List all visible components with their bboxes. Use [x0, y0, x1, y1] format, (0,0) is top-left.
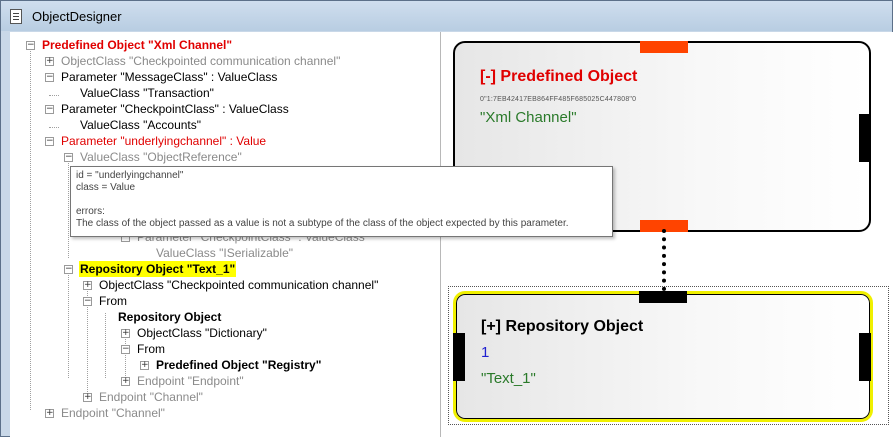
collapse-icon[interactable]: − [64, 264, 73, 274]
node-value: "Xml Channel" [480, 109, 577, 126]
tree-node-label: ObjectClass "Checkpointed communication … [99, 278, 379, 292]
tree-node-label: ValueClass "ObjectReference" [80, 150, 242, 164]
tree-guide-line [68, 161, 69, 258]
node-title: [-] Predefined Object [480, 68, 638, 85]
collapse-icon[interactable]: − [64, 152, 73, 162]
tree-guide-line [105, 313, 106, 378]
port-right[interactable] [859, 333, 871, 381]
expand-icon[interactable]: + [140, 360, 149, 370]
error-tooltip: id = "underlyingchannel" class = Value e… [70, 166, 613, 237]
collapse-icon[interactable]: − [45, 104, 54, 114]
tree-node-label: ValueClass "ISerializable" [156, 246, 294, 260]
tree-guide-line [68, 273, 69, 378]
tree-node-label: Endpoint "Endpoint" [137, 374, 244, 388]
tooltip-line: The class of the object passed as a valu… [76, 218, 569, 229]
tree-node-label: ValueClass "Accounts" [80, 118, 202, 132]
tooltip-line: errors: [76, 206, 105, 217]
tree-guide-line [49, 95, 59, 96]
repository-object-node[interactable]: [+] Repository Object 1 "Text_1" [453, 291, 873, 422]
collapse-icon[interactable]: − [45, 136, 54, 146]
document-icon [10, 9, 22, 24]
collapse-icon[interactable]: − [45, 72, 54, 82]
expand-icon[interactable]: + [83, 280, 92, 290]
tree-guide-line [87, 281, 88, 394]
expand-icon[interactable]: + [121, 328, 130, 338]
collapse-icon[interactable]: − [83, 296, 92, 306]
node-id: 0"1:7EB42417EB864FF485F685025C447808"0 [480, 96, 637, 103]
expand-icon[interactable]: + [83, 392, 92, 402]
tree-node-label: ObjectClass "Checkpointed communication … [61, 54, 341, 68]
tree-node-label: ValueClass "Transaction" [80, 86, 214, 100]
tree-node-label: Parameter "CheckpointClass" : ValueClass [61, 102, 289, 116]
tree-guide-line [49, 127, 59, 128]
port-left[interactable] [453, 333, 465, 381]
tree-node-label: Endpoint "Channel" [99, 390, 203, 404]
tooltip-line: class = Value [76, 182, 136, 193]
expand-icon[interactable]: + [45, 408, 54, 418]
selection-frame [448, 286, 889, 425]
port-right[interactable] [859, 114, 871, 162]
output-port-bottom[interactable] [640, 220, 688, 232]
tree-node-label: ObjectClass "Dictionary" [137, 326, 267, 340]
tree-node-label: Parameter "underlyingchannel" : Value [61, 134, 267, 148]
collapse-icon[interactable]: − [121, 344, 130, 354]
tooltip-line [76, 194, 607, 206]
tree-node-label: Endpoint "Channel" [61, 406, 165, 420]
node-value: "Text_1" [481, 370, 536, 387]
window-title: ObjectDesigner [32, 9, 122, 24]
title-bar[interactable]: ObjectDesigner [1, 1, 892, 31]
tree-node-label: Parameter "MessageClass" : ValueClass [61, 70, 278, 84]
tree-node-label: From [137, 342, 165, 356]
tree-node-label: Repository Object [118, 310, 222, 324]
expand-icon[interactable]: + [45, 56, 54, 66]
tree-node-label: Predefined Object "Registry" [156, 358, 322, 372]
tree-node-label: From [99, 294, 127, 308]
connector-line[interactable] [662, 229, 666, 291]
tooltip-line: id = "underlyingchannel" [76, 170, 184, 181]
tree-node-label: Repository Object "Text_1" [79, 261, 237, 277]
input-port-top[interactable] [639, 291, 687, 303]
input-port-top[interactable] [640, 41, 688, 53]
expand-icon[interactable]: + [121, 376, 130, 386]
tree-node-label: Predefined Object "Xml Channel" [42, 38, 233, 52]
node-title: [+] Repository Object [481, 318, 644, 335]
client-area: − Predefined Object "Xml Channel" + Obje… [10, 32, 893, 437]
node-number: 1 [481, 344, 490, 361]
tree-guide-line [30, 49, 31, 410]
collapse-icon[interactable]: − [26, 40, 35, 50]
